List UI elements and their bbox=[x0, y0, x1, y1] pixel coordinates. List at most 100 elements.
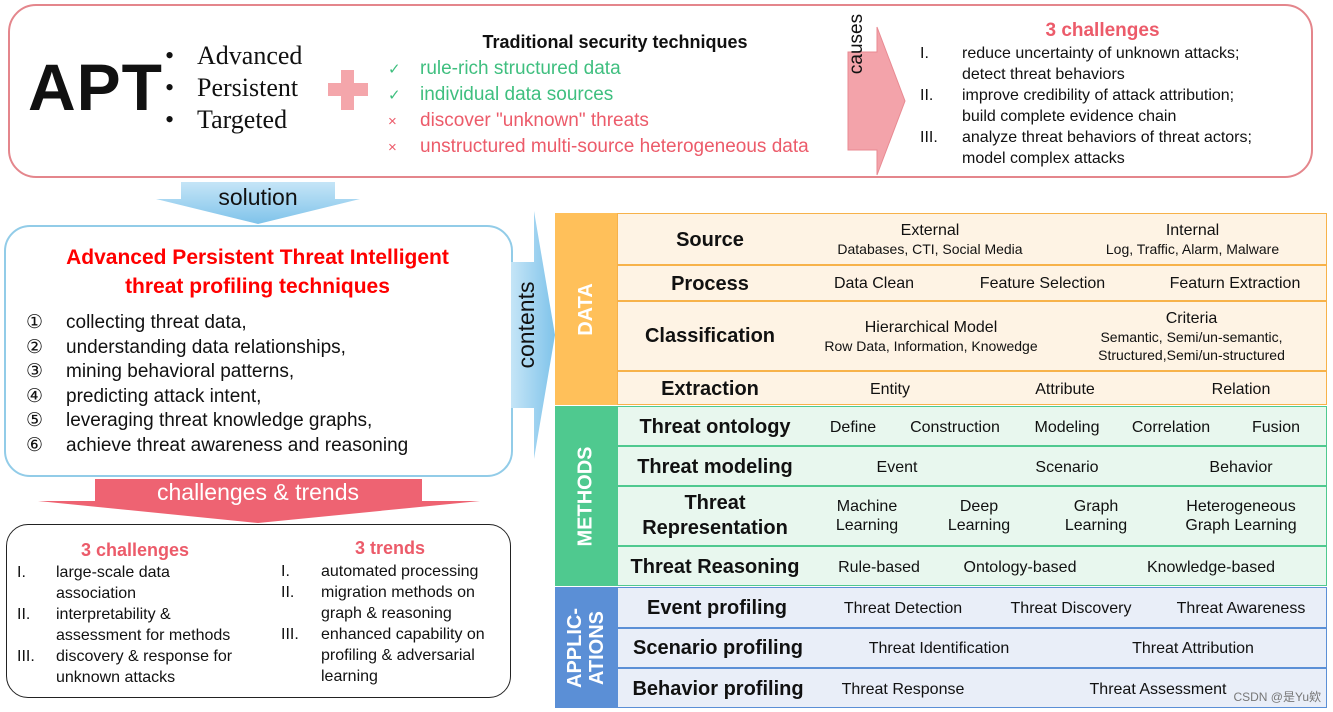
row-label-extraction: Extraction bbox=[661, 377, 759, 400]
process-cell: Feature Selection bbox=[979, 275, 1106, 292]
row-label-event-profiling: Event profiling bbox=[647, 596, 787, 619]
applications-section-label: APPLIC-ATIONS bbox=[555, 587, 617, 708]
row-label-process: Process bbox=[671, 272, 749, 295]
apt-items: •Advanced •Persistent •Targeted bbox=[165, 40, 302, 136]
challenge-item: I.reduce uncertainty of unknown attacks; bbox=[920, 45, 1240, 62]
traditional-title: Traditional security techniques bbox=[482, 32, 748, 52]
check-icon: ✓ bbox=[388, 87, 401, 104]
applications-section bbox=[617, 587, 1327, 708]
ontology-cell: Modeling bbox=[1034, 419, 1100, 436]
top-challenges-list: I.reduce uncertainty of unknown attacks;… bbox=[920, 45, 1252, 167]
watermark: CSDN @是Yu欸 bbox=[1233, 690, 1321, 704]
apt-item: •Targeted bbox=[165, 105, 288, 134]
extraction-cell: Relation bbox=[1211, 381, 1271, 398]
extraction-cell: Entity bbox=[869, 381, 910, 398]
trend-item: III.enhanced capability on bbox=[281, 626, 485, 643]
traditional-list: ✓rule-rich structured data ✓individual d… bbox=[388, 56, 809, 160]
methods-section bbox=[617, 406, 1327, 586]
row-label-threat-reasoning: Threat Reasoning bbox=[630, 555, 800, 578]
data-section-label: DATA bbox=[555, 213, 617, 405]
modeling-cell: Behavior bbox=[1209, 459, 1273, 476]
challenge-item: II.interpretability & bbox=[17, 606, 171, 623]
divider bbox=[617, 485, 1327, 487]
top-challenges-title: 3 challenges bbox=[1045, 20, 1160, 41]
divider bbox=[617, 667, 1327, 669]
challenge-item: I.large-scale data bbox=[17, 564, 170, 581]
row-label-threat-modeling: Threat modeling bbox=[637, 455, 793, 478]
behavior-cell: Threat Assessment bbox=[1089, 681, 1227, 698]
solution-arrow bbox=[156, 182, 360, 224]
profiling-title: Advanced Persistent Threat Intelligent t… bbox=[66, 246, 449, 298]
apt-title: APT bbox=[28, 50, 163, 124]
challenge-item: III.discovery & response for bbox=[17, 648, 233, 665]
row-label-behavior-profiling: Behavior profiling bbox=[632, 677, 804, 700]
methods-section-label: METHODS bbox=[555, 406, 617, 586]
bottom-trends-list: I.automated processing II.migration meth… bbox=[281, 563, 485, 685]
divider bbox=[617, 627, 1327, 629]
process-cell: Featurn Extraction bbox=[1169, 275, 1301, 292]
traditional-item: ✓individual data sources bbox=[388, 82, 809, 108]
causes-label: causes bbox=[846, 13, 867, 75]
apt-summary-box bbox=[8, 4, 1313, 178]
apt-item: •Advanced bbox=[165, 41, 303, 70]
cross-icon: × bbox=[388, 139, 397, 156]
divider bbox=[617, 300, 1327, 302]
event-cell: Threat Detection bbox=[843, 600, 963, 617]
scenario-cell: Threat Attribution bbox=[1132, 640, 1254, 657]
extraction-cell: Attribute bbox=[1035, 381, 1095, 398]
divider bbox=[617, 264, 1327, 266]
ontology-cell: Correlation bbox=[1131, 419, 1211, 436]
bottom-challenges-list: I.large-scale data association II.interp… bbox=[17, 564, 233, 686]
ontology-cell: Fusion bbox=[1251, 419, 1301, 436]
divider bbox=[617, 370, 1327, 372]
behavior-cell: Threat Response bbox=[841, 681, 965, 698]
solution-label: solution bbox=[218, 184, 298, 210]
reasoning-cell: Rule-based bbox=[838, 559, 920, 576]
data-section bbox=[617, 213, 1327, 405]
traditional-item: ×unstructured multi-source heterogeneous… bbox=[388, 134, 809, 160]
challenges-trends-box bbox=[6, 524, 511, 698]
event-cell: Threat Awareness bbox=[1176, 600, 1306, 617]
trend-item: I.automated processing bbox=[281, 563, 479, 580]
challenge-item: III.analyze threat behaviors of threat a… bbox=[920, 129, 1252, 146]
trend-item: II.migration methods on bbox=[281, 584, 475, 601]
challenges-trends-arrow bbox=[38, 479, 480, 523]
plus-icon-vertical bbox=[341, 70, 354, 110]
cross-icon: × bbox=[388, 113, 397, 130]
process-cell: Data Clean bbox=[833, 275, 915, 292]
modeling-cell: Event bbox=[876, 459, 918, 476]
bottom-trends-title: 3 trends bbox=[354, 538, 426, 558]
row-label-classification: Classification bbox=[644, 324, 776, 347]
row-label-scenario-profiling: Scenario profiling bbox=[632, 636, 804, 659]
challenge-item: II.improve credibility of attack attribu… bbox=[920, 87, 1235, 104]
modeling-cell: Scenario bbox=[1035, 459, 1099, 476]
scenario-cell: Threat Identification bbox=[868, 640, 1010, 657]
challenges-trends-label: challenges & trends bbox=[156, 479, 359, 505]
divider bbox=[617, 545, 1327, 547]
contents-arrow bbox=[511, 211, 555, 459]
contents-label: contents bbox=[513, 281, 539, 369]
traditional-item: ✓rule-rich structured data bbox=[388, 56, 809, 82]
reasoning-cell: Ontology-based bbox=[963, 559, 1077, 576]
reasoning-cell: Knowledge-based bbox=[1146, 559, 1276, 576]
traditional-item: ×discover "unknown" threats bbox=[388, 108, 809, 134]
row-label-source: Source bbox=[676, 228, 744, 251]
apt-item: •Persistent bbox=[165, 73, 299, 102]
ontology-cell: Define bbox=[829, 419, 877, 436]
ontology-cell: Construction bbox=[910, 419, 1000, 436]
